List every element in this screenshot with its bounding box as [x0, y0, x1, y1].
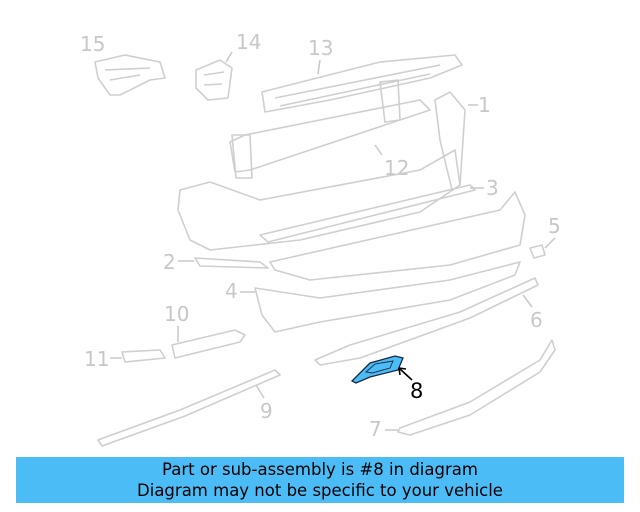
part-8-highlighted[interactable]: [350, 355, 404, 384]
callout-1: 1: [478, 93, 491, 117]
callout-15: 15: [80, 32, 105, 56]
part-1[interactable]: [177, 91, 466, 251]
callout-5: 5: [548, 214, 561, 238]
callout-13: 13: [308, 36, 333, 60]
part-3[interactable]: [259, 184, 476, 243]
callout-8: 8: [410, 379, 423, 403]
part-10[interactable]: [171, 329, 246, 359]
part-2[interactable]: [194, 257, 269, 269]
part-11[interactable]: [121, 349, 166, 363]
callout-6: 6: [530, 308, 543, 332]
info-banner: Part or sub-assembly is #8 in diagram Di…: [16, 457, 624, 503]
banner-line-2: Diagram may not be specific to your vehi…: [137, 481, 503, 500]
callout-4: 4: [225, 279, 238, 303]
part-9[interactable]: [97, 369, 281, 447]
callout-10: 10: [164, 302, 189, 326]
callout-14: 14: [236, 30, 261, 54]
callout-3: 3: [486, 176, 499, 200]
part-7[interactable]: [397, 339, 556, 436]
callout-7: 7: [369, 417, 382, 441]
callout-2: 2: [163, 250, 176, 274]
part-13[interactable]: [261, 54, 463, 113]
part-14[interactable]: [195, 59, 233, 101]
part-12[interactable]: [229, 79, 431, 179]
part-bumper-lower[interactable]: [269, 191, 526, 281]
part-5[interactable]: [529, 244, 546, 259]
banner-line-1: Part or sub-assembly is #8 in diagram: [162, 460, 478, 479]
part-15[interactable]: [94, 54, 166, 96]
callout-11: 11: [84, 347, 109, 371]
part-4[interactable]: [254, 261, 521, 333]
callout-9: 9: [260, 399, 273, 423]
part-6[interactable]: [314, 277, 539, 366]
